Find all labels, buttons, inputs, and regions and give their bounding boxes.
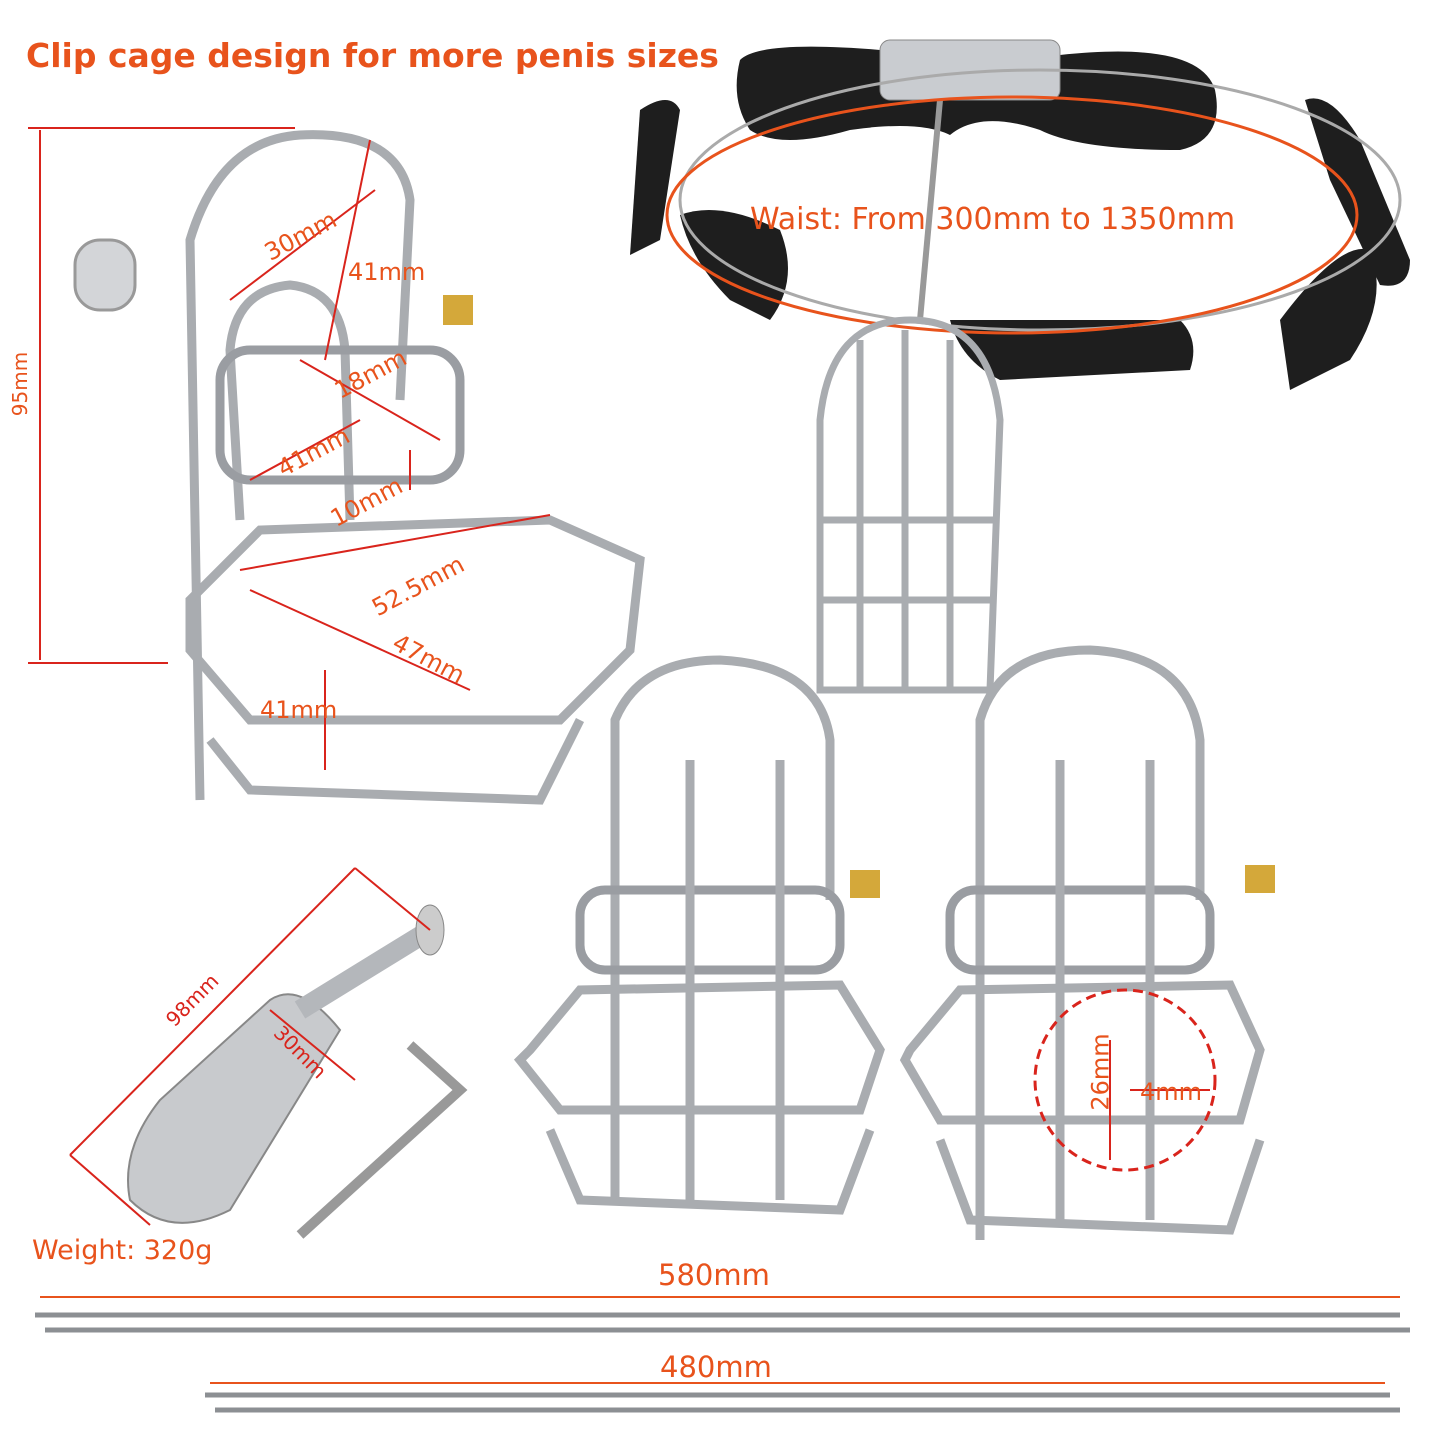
waist-belt: [630, 39, 1410, 390]
rod-short-label: 480mm: [660, 1350, 772, 1384]
cage-height-label: 41mm: [260, 696, 338, 724]
rods: [35, 1312, 1410, 1413]
headline: Clip cage design for more penis sizes: [26, 36, 719, 75]
rod-long-label: 580mm: [658, 1258, 770, 1292]
belt-cage: [816, 316, 1004, 694]
lock-icon: [1245, 865, 1275, 893]
waist-label: Waist: From 300mm to 1350mm: [750, 202, 1236, 237]
height-label: 95mm: [8, 351, 33, 417]
waist-ellipse: [665, 95, 1359, 335]
cage-variant-1: [513, 655, 885, 1215]
top-depth-label: 41mm: [348, 258, 426, 286]
hex-key: [296, 1041, 468, 1239]
lock-icon: [850, 870, 880, 898]
lock-icon: [443, 295, 473, 325]
cage-variant-2: [899, 645, 1265, 1240]
tube-highlight-circle: [1033, 988, 1217, 1172]
plug: [127, 904, 445, 1224]
tube-length-label: 26mm: [1086, 1033, 1115, 1111]
tube-diameter-label: 4mm: [1140, 1078, 1203, 1106]
dimension-lines: [28, 127, 1400, 1384]
weight-label: Weight: 320g: [32, 1235, 213, 1266]
main-cage: [73, 130, 645, 805]
